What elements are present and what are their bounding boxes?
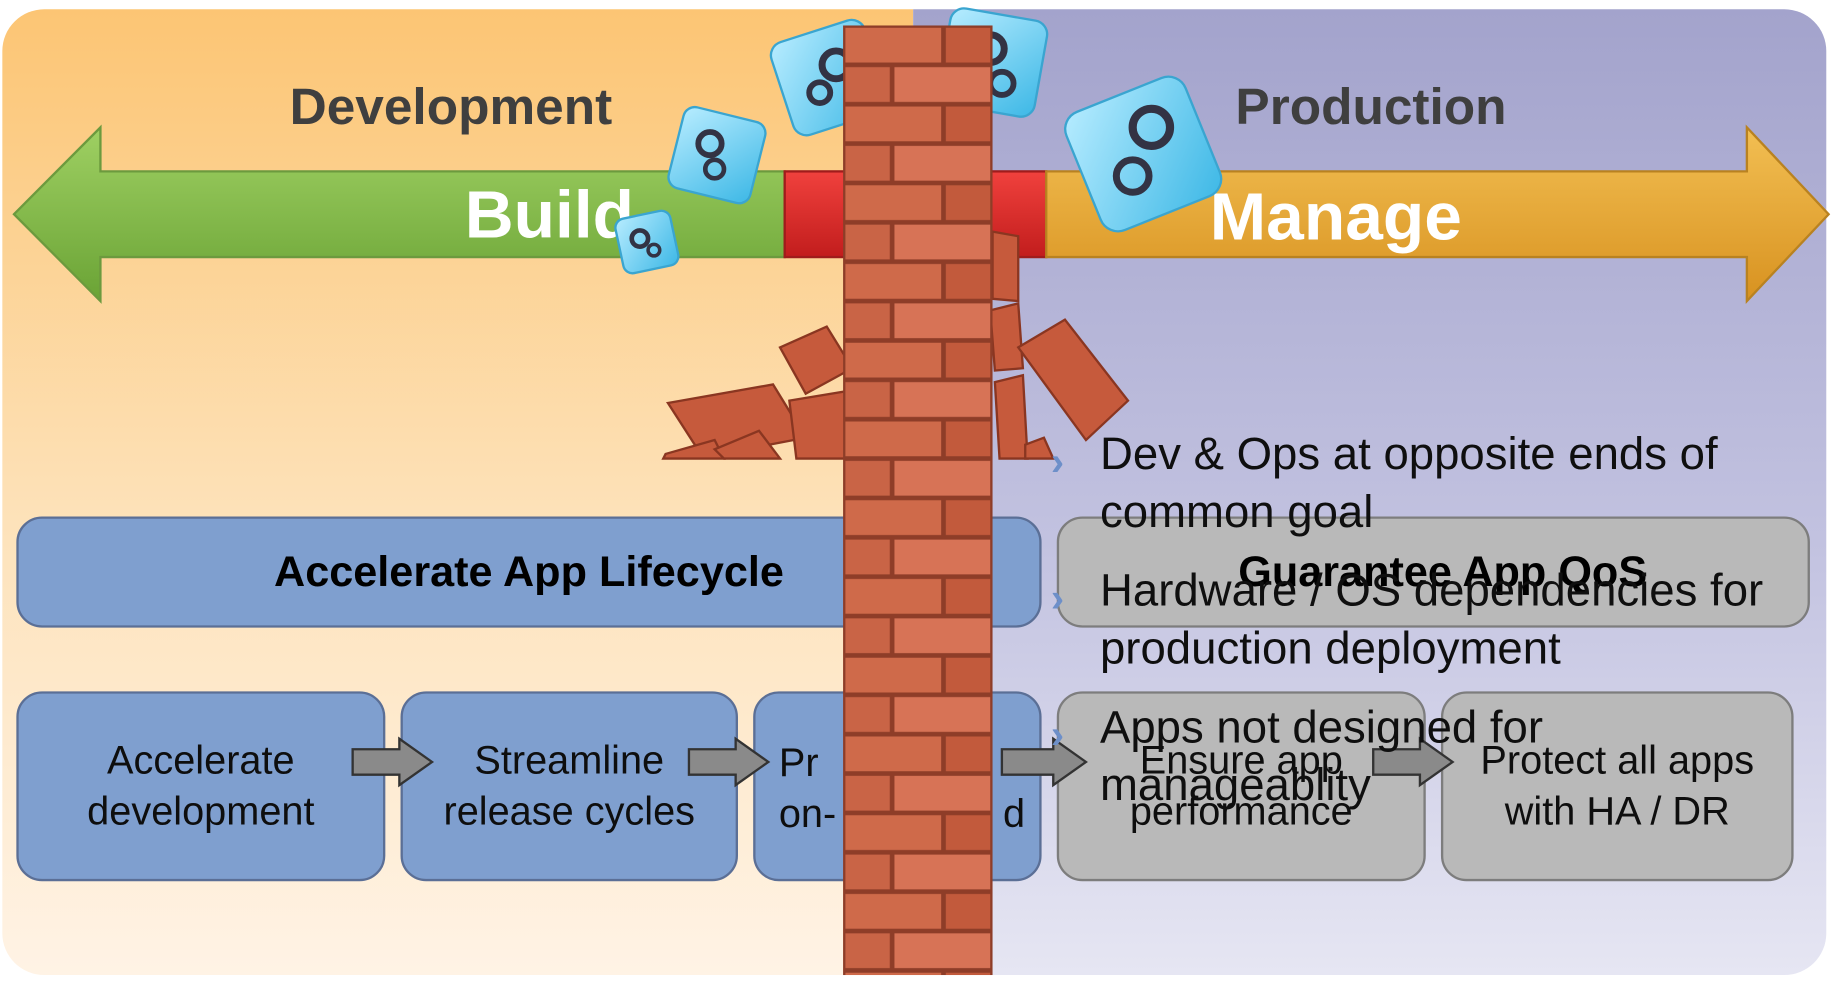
bullet-item: › Apps not designed for manageablity bbox=[1051, 699, 1798, 815]
gears-cube-icon bbox=[667, 105, 767, 205]
manage-label: Manage bbox=[1209, 179, 1462, 255]
build-label: Build bbox=[464, 177, 635, 253]
flow-arrow bbox=[687, 736, 771, 788]
challenges-list: › Dev & Ops at opposite ends of common g… bbox=[1051, 426, 1798, 836]
flow-arrow bbox=[1372, 736, 1455, 788]
guarantee-qos-bar: Guarantee App QoS bbox=[1056, 516, 1810, 628]
gears-cube-icon bbox=[614, 209, 680, 275]
bullet-arrow-icon: › bbox=[1050, 713, 1065, 758]
step-protect-apps-label: Protect all apps with HA / DR bbox=[1480, 738, 1755, 834]
bullet-text: Apps not designed for manageablity bbox=[1099, 702, 1544, 811]
production-heading: Production bbox=[1235, 78, 1507, 136]
flow-arrow bbox=[1000, 736, 1088, 788]
step-ensure-performance-label: Ensure app performance bbox=[1129, 738, 1353, 834]
step-accelerate-development-label: Accelerate development bbox=[87, 738, 315, 834]
step-hidden-label-fragment: Pr on- bbox=[778, 741, 837, 837]
step-streamline-release-label: Streamline release cycles bbox=[443, 738, 696, 834]
bullet-item: › Dev & Ops at opposite ends of common g… bbox=[1051, 426, 1798, 542]
development-heading: Development bbox=[289, 78, 613, 136]
step-hidden-label-tail: d bbox=[1003, 792, 1026, 837]
step-ensure-performance: Ensure app performance bbox=[1056, 691, 1426, 882]
step-protect-apps: Protect all apps with HA / DR bbox=[1440, 691, 1794, 882]
accelerate-lifecycle-label: Accelerate App Lifecycle bbox=[274, 547, 784, 596]
wall-column bbox=[843, 25, 993, 976]
flow-arrow bbox=[351, 736, 435, 788]
bullet-arrow-icon: › bbox=[1050, 440, 1065, 485]
bullet-item: › Hardware / OS dependencies for product… bbox=[1051, 563, 1798, 679]
bullet-text: Hardware / OS dependencies for productio… bbox=[1099, 566, 1764, 674]
guarantee-qos-label: Guarantee App QoS bbox=[1238, 547, 1648, 596]
step-accelerate-development: Accelerate development bbox=[16, 691, 386, 882]
manage-arrow-shape bbox=[1045, 124, 1831, 305]
gears-cube-icon bbox=[1064, 75, 1223, 233]
bullet-text: Dev & Ops at opposite ends of common goa… bbox=[1099, 429, 1718, 538]
step-streamline-release: Streamline release cycles bbox=[400, 691, 738, 882]
rubble-bricks bbox=[661, 230, 1130, 460]
bullet-arrow-icon: › bbox=[1050, 576, 1065, 621]
